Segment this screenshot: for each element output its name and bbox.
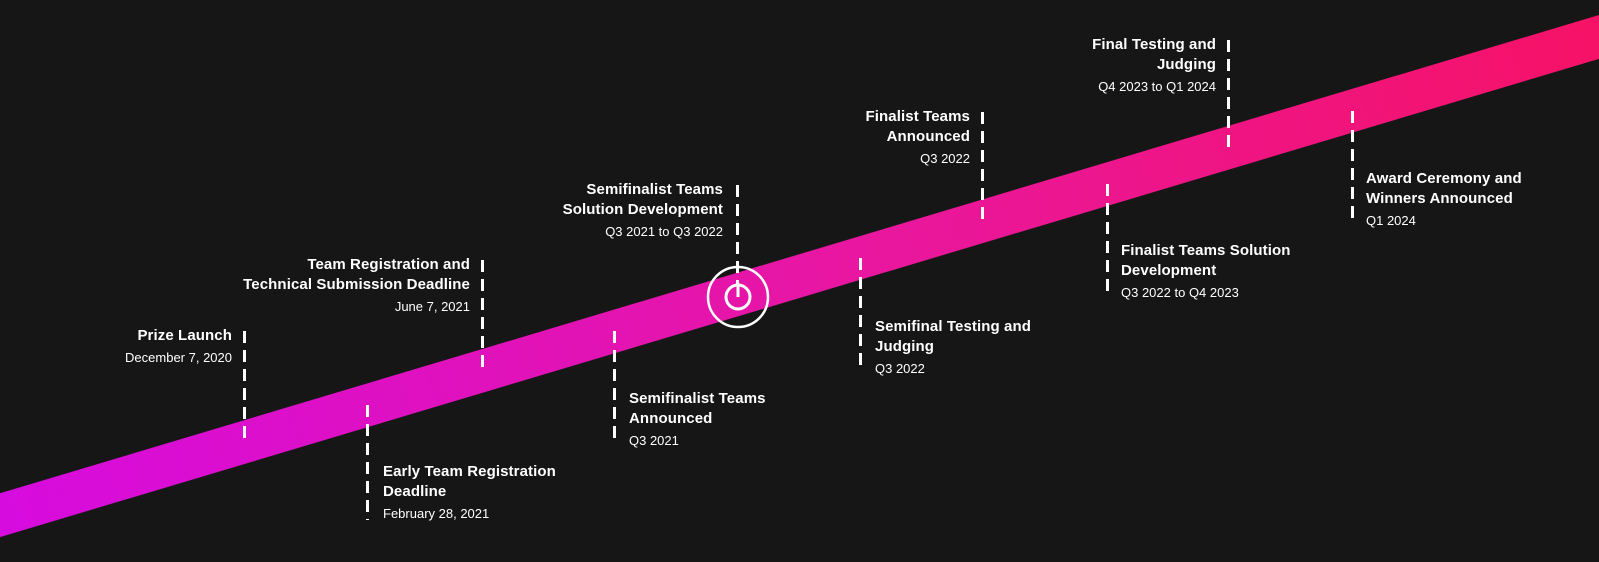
milestone-label: Finalist Teams Announced Q3 2022	[866, 107, 971, 168]
milestone-label: Final Testing and Judging Q4 2023 to Q1 …	[1092, 35, 1216, 96]
connector-line	[366, 405, 369, 520]
connector-line	[859, 258, 862, 371]
connector-line	[1351, 111, 1354, 225]
milestone-date: Q3 2021 to Q3 2022	[605, 224, 723, 239]
milestone-title: Semifinal Testing and Judging	[875, 318, 1032, 355]
milestone-date: June 7, 2021	[394, 299, 470, 314]
milestone-label: Semifinal Testing and Judging Q3 2022	[875, 317, 1031, 378]
milestone-date: Q3 2022	[920, 151, 970, 166]
milestone-title: Award Ceremony and Winners Announced	[1366, 170, 1522, 207]
milestone-date: Q4 2023 to Q1 2024	[1098, 79, 1216, 94]
milestone-label: Semifinalist Teams Announced Q3 2021	[629, 389, 766, 450]
milestone-label: Finalist Teams Solution Development Q3 2…	[1121, 241, 1291, 302]
connector-line	[1106, 184, 1109, 297]
milestone-title: Semifinalist Teams Announced	[629, 390, 766, 427]
connector-line	[981, 112, 984, 221]
connector-line	[736, 185, 739, 285]
clock-stopwatch-icon	[706, 265, 770, 329]
connector-line	[481, 260, 484, 371]
milestone-label: Semifinalist Teams Solution Development …	[563, 180, 723, 241]
connector-line	[243, 331, 246, 442]
milestone-title: Finalist Teams Solution Development	[1121, 242, 1291, 279]
milestone-title: Final Testing and Judging	[1092, 36, 1216, 73]
connector-line	[1227, 40, 1230, 148]
milestone-title: Team Registration and Technical Submissi…	[243, 256, 470, 293]
milestone-title: Early Team Registration Deadline	[383, 463, 556, 500]
milestone-title: Semifinalist Teams Solution Development	[562, 181, 723, 218]
milestone-label: Prize Launch December 7, 2020	[125, 326, 232, 367]
milestone-date: Q3 2022 to Q4 2023	[1121, 285, 1239, 300]
milestone-title: Prize Launch	[137, 327, 232, 344]
milestone-date: Q1 2024	[1366, 213, 1416, 228]
milestone-label: Team Registration and Technical Submissi…	[243, 255, 470, 316]
milestone-date: Q3 2021	[629, 433, 679, 448]
milestone-date: Q3 2022	[875, 361, 925, 376]
milestone-title: Finalist Teams Announced	[865, 108, 970, 145]
connector-line	[613, 331, 616, 445]
milestone-label: Award Ceremony and Winners Announced Q1 …	[1366, 169, 1522, 230]
milestone-date: December 7, 2020	[125, 350, 232, 365]
milestone-date: February 28, 2021	[383, 506, 490, 521]
milestone-label: Early Team Registration Deadline Februar…	[383, 462, 556, 523]
